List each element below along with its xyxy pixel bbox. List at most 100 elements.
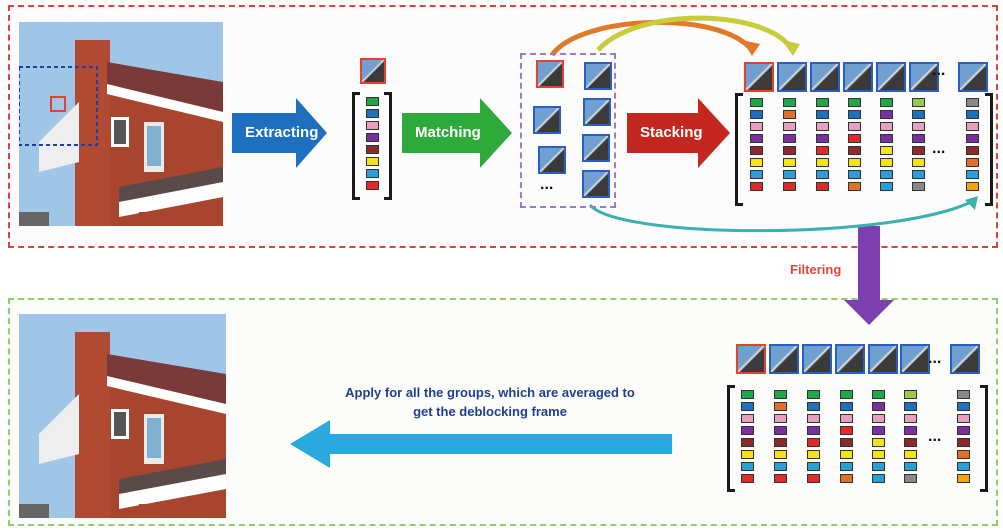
reference-patch (744, 62, 774, 92)
patch-vector-cell (783, 170, 796, 179)
patch-vector-cell (783, 146, 796, 155)
reference-patch-marker (50, 96, 66, 112)
patch-vector-cell (957, 438, 970, 447)
patch-vector-cell (750, 146, 763, 155)
patch-vector-cell (912, 170, 925, 179)
curved-arrow-2 (596, 15, 795, 52)
patch-vector-cell (848, 110, 861, 119)
ellipsis: ... (928, 428, 942, 445)
patch-vector-cell (880, 146, 893, 155)
patch-vector-cell (966, 182, 979, 191)
filtering-label: Filtering (790, 262, 842, 277)
patch-vector-cell (904, 462, 917, 471)
patch-vector-cell (840, 402, 853, 411)
reference-patch (360, 58, 386, 84)
matching-label: Matching (415, 124, 481, 141)
patch-vector-cell (816, 182, 829, 191)
patch-vector-cell (880, 122, 893, 131)
patch-vector-cell (966, 134, 979, 143)
apply-caption: Apply for all the groups, which are aver… (300, 383, 680, 421)
patch-vector-cell (880, 158, 893, 167)
patch-vector-cell (880, 170, 893, 179)
patch-vector-cell (783, 110, 796, 119)
filtering-arrow (844, 226, 894, 325)
similar-patch (950, 344, 980, 374)
patch-vector-cell (774, 402, 787, 411)
patch-vector-cell (807, 462, 820, 471)
patch-vector-cell (783, 182, 796, 191)
similar-patch (868, 344, 898, 374)
similar-patch (843, 62, 873, 92)
reference-patch (736, 344, 766, 374)
patch-vector-cell (774, 390, 787, 399)
patch-vector-cell (957, 402, 970, 411)
patch-vector-cell (880, 98, 893, 107)
patch-vector-cell (807, 426, 820, 435)
patch-vector-cell (904, 402, 917, 411)
similar-patch (802, 344, 832, 374)
right-bracket (985, 93, 993, 206)
extracting-arrow (232, 98, 327, 168)
patch-vector-cell (912, 134, 925, 143)
patch-vector-cell (750, 134, 763, 143)
patch-vector-cell (872, 438, 885, 447)
reference-patch (536, 60, 564, 88)
patch-vector-cell (904, 414, 917, 423)
patch-vector-cell (840, 450, 853, 459)
patch-vector-cell (966, 122, 979, 131)
patch-vector-cell (848, 170, 861, 179)
similar-patch (777, 62, 807, 92)
patch-vector-cell (966, 158, 979, 167)
patch-vector-cell (840, 414, 853, 423)
patch-vector-cell (807, 414, 820, 423)
patch-vector-cell (741, 462, 754, 471)
patch-vector-cell (872, 426, 885, 435)
patch-vector-cell (872, 450, 885, 459)
patch-vector-cell (872, 474, 885, 483)
patch-vector-cell (957, 474, 970, 483)
patch-vector-cell (807, 402, 820, 411)
patch-vector-cell (872, 402, 885, 411)
patch-vector-cell (774, 438, 787, 447)
patch-vector-cell (366, 157, 379, 166)
patch-vector-cell (957, 390, 970, 399)
patch-vector-cell (966, 110, 979, 119)
patch-vector-cell (840, 462, 853, 471)
patch-vector-cell (816, 98, 829, 107)
patch-vector-cell (848, 146, 861, 155)
extracting-label: Extracting (245, 124, 319, 141)
patch-vector-cell (957, 414, 970, 423)
patch-vector-cell (880, 134, 893, 143)
similar-patch (533, 106, 561, 134)
ellipsis: ... (540, 176, 554, 193)
patch-vector-cell (880, 110, 893, 119)
patch-vector-cell (904, 474, 917, 483)
patch-vector-cell (816, 170, 829, 179)
patch-vector-cell (904, 438, 917, 447)
similar-patch (958, 62, 988, 92)
patch-vector-cell (880, 182, 893, 191)
patch-vector-cell (807, 450, 820, 459)
left-bracket (352, 92, 360, 200)
patch-vector-cell (774, 426, 787, 435)
patch-vector-cell (957, 462, 970, 471)
similar-patch (582, 134, 610, 162)
patch-vector-cell (741, 474, 754, 483)
patch-vector-cell (912, 146, 925, 155)
patch-vector-cell (912, 158, 925, 167)
patch-vector-cell (774, 462, 787, 471)
apply-arrow (290, 420, 672, 468)
patch-vector-cell (750, 170, 763, 179)
patch-vector-cell (783, 134, 796, 143)
patch-vector-cell (904, 426, 917, 435)
ellipsis: ... (932, 62, 946, 79)
patch-vector-cell (774, 474, 787, 483)
patch-vector-cell (750, 122, 763, 131)
patch-vector-cell (816, 122, 829, 131)
similar-patch (584, 62, 612, 90)
patch-vector-cell (904, 450, 917, 459)
patch-vector-cell (966, 98, 979, 107)
patch-vector-cell (366, 133, 379, 142)
patch-vector-cell (966, 170, 979, 179)
patch-vector-cell (840, 474, 853, 483)
